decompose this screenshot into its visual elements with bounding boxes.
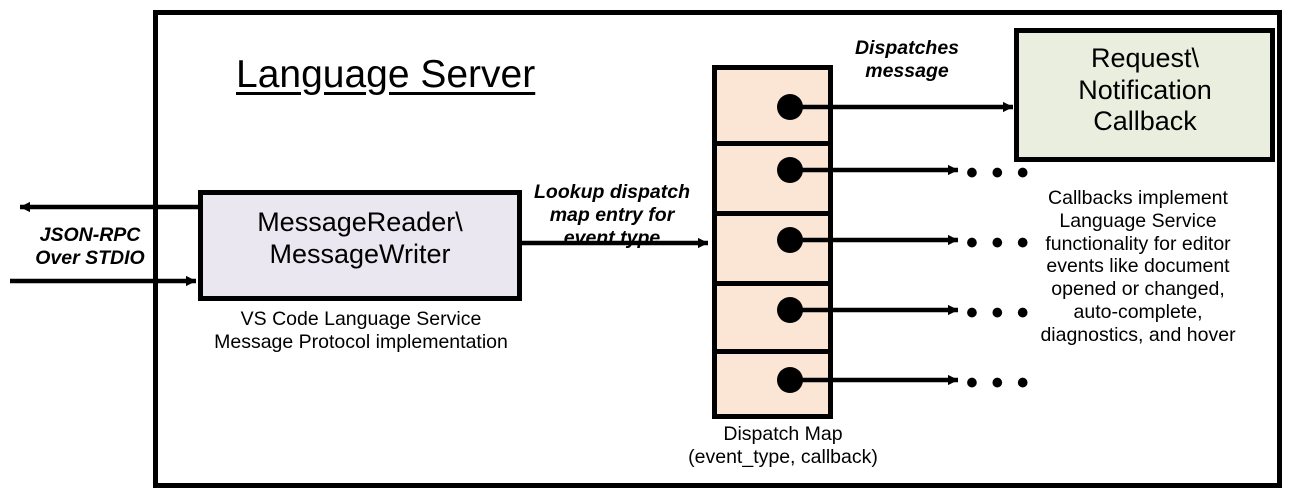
request-notification-callback-box: [1014, 28, 1275, 162]
dispatch-map-row: [712, 211, 833, 286]
edge-label-dispatches-message: Dispatches message: [854, 37, 960, 82]
message-reader-writer-caption: VS Code Language Service Message Protoco…: [214, 308, 508, 353]
dispatch-row-3-ellipsis: • • •: [966, 224, 1031, 262]
edge-label-lookup-dispatch: Lookup dispatch map entry for event type: [534, 181, 690, 249]
callback-description: Callbacks implement Language Service fun…: [1040, 187, 1236, 346]
language-server-frame: [153, 10, 1282, 488]
dispatch-row-5-ellipsis: • • •: [966, 364, 1031, 402]
dispatch-map-caption: Dispatch Map (event_type, callback): [688, 423, 878, 468]
page-title: Language Server: [236, 53, 536, 96]
dispatch-row-4-ellipsis: • • •: [966, 294, 1031, 332]
message-reader-writer-label: MessageReader\ MessageWriter: [257, 207, 463, 269]
dispatch-map-row: [712, 141, 833, 216]
dispatch-map-row: [712, 349, 833, 419]
request-notification-callback-label: Request\ Notification Callback: [1078, 43, 1212, 137]
edge-label-json-rpc: JSON-RPC Over STDIO: [35, 224, 145, 269]
message-reader-writer-box: [198, 190, 522, 301]
dispatch-row-2-ellipsis: • • •: [966, 154, 1031, 192]
dispatch-map-row: [712, 281, 833, 354]
